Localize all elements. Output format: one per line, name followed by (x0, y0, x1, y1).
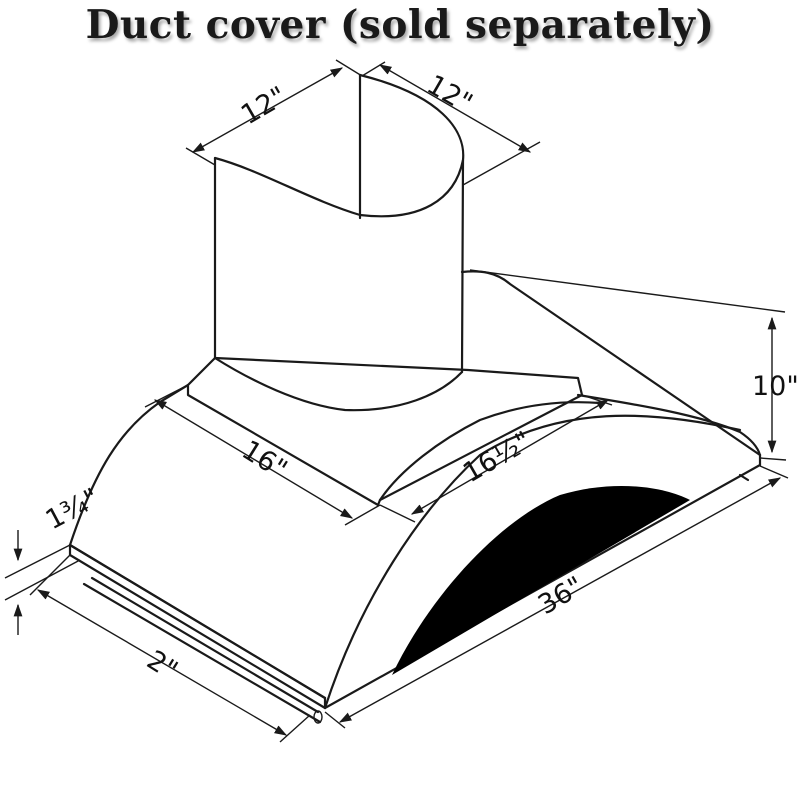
dim-duct-left: 12" (185, 59, 363, 166)
dim-front-depth: 2" (29, 554, 311, 743)
diagram-title: Duct cover (sold separately) (85, 2, 715, 48)
dim-edge-thickness: 1¾" (4, 483, 105, 635)
duct-right-label: 12" (422, 69, 478, 119)
height-label: 10" (752, 371, 799, 402)
dim-height: 10" (469, 269, 799, 461)
base-width-label: 16½" (458, 426, 537, 489)
dim-base-depth: 16" (144, 384, 381, 526)
edge-thickness-label: 1¾" (41, 483, 105, 537)
front-depth-label: 2" (141, 645, 183, 687)
